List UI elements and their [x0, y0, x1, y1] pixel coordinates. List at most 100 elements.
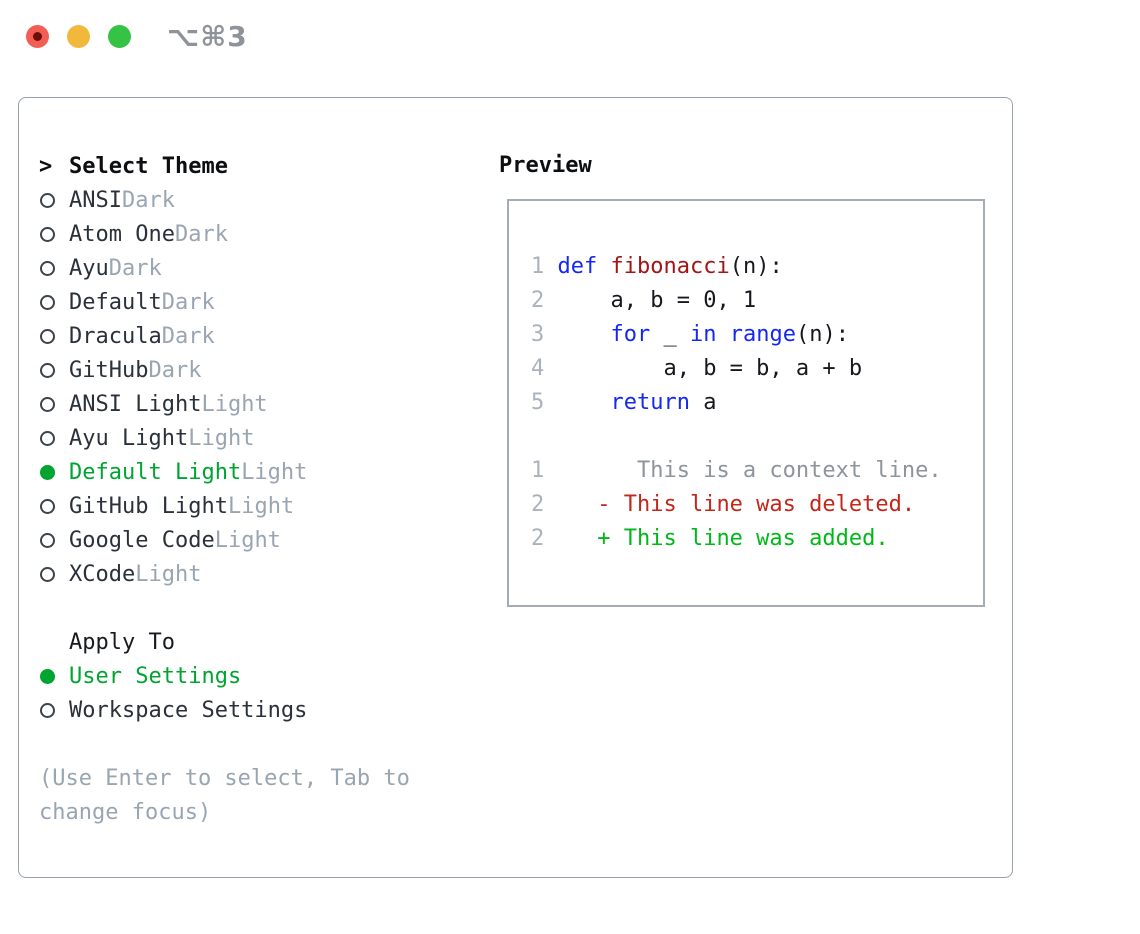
spacer: [39, 591, 410, 625]
theme-option-ayu-light-light[interactable]: Ayu Light Light: [39, 421, 410, 455]
apply-option-user-settings[interactable]: User Settings: [39, 659, 410, 693]
theme-name: XCode: [69, 561, 136, 587]
theme-option-xcode-light[interactable]: XCode Light: [39, 557, 410, 591]
zoom-button[interactable]: [108, 25, 131, 48]
code-segment-keyword: in: [689, 322, 717, 347]
line-number: 4: [531, 356, 558, 381]
radio-icon: [40, 396, 55, 412]
close-button[interactable]: [26, 25, 49, 48]
theme-name: ANSI: [69, 187, 122, 213]
code-segment-keyword: def: [557, 254, 598, 279]
theme-name: Atom One: [69, 221, 175, 247]
theme-option-atom-one-dark[interactable]: Atom One Dark: [39, 217, 410, 251]
radio-icon: [40, 566, 55, 582]
radio-icon: [40, 532, 55, 548]
apply-to-label: Apply To: [69, 629, 175, 655]
line-number: 2: [531, 492, 558, 517]
theme-option-github-dark[interactable]: GitHub Dark: [39, 353, 410, 387]
radio-marker: [39, 260, 69, 276]
theme-option-google-code-light[interactable]: Google Code Light: [39, 523, 410, 557]
radio-marker: [39, 226, 69, 242]
theme-variant: Dark: [121, 187, 175, 213]
theme-variant: Dark: [174, 221, 228, 247]
radio-marker: [39, 532, 69, 548]
radio-icon: [40, 362, 55, 378]
radio-marker: [39, 702, 69, 718]
radio-marker: [39, 566, 69, 582]
line-number: 5: [531, 390, 558, 415]
theme-name: GitHub Light: [69, 493, 228, 519]
theme-name: Google Code: [69, 527, 215, 553]
theme-name: Default Light: [69, 459, 242, 485]
titlebar: ⌥⌘3: [0, 0, 1140, 97]
code-segment-default: [558, 322, 611, 347]
theme-variant: Dark: [108, 255, 162, 281]
code-segment-default: a, b = 0, 1: [557, 288, 757, 313]
theme-option-default-dark[interactable]: Default Dark: [39, 285, 410, 319]
theme-option-ansi-light-light[interactable]: ANSI Light Light: [39, 387, 410, 421]
radio-marker: [39, 668, 69, 684]
line-number: 1: [531, 458, 558, 483]
code-segment-added: + This line was added.: [557, 526, 889, 551]
theme-option-github-light-light[interactable]: GitHub Light Light: [39, 489, 410, 523]
radio-icon: [40, 498, 55, 514]
code-segment-context: This is a context line.: [557, 458, 942, 483]
code-line: 2 + This line was added.: [531, 522, 981, 556]
theme-option-dracula-dark[interactable]: Dracula Dark: [39, 319, 410, 353]
code-segment-default: [597, 254, 610, 279]
code-line: 2 - This line was deleted.: [531, 488, 981, 522]
radio-icon: [40, 192, 55, 208]
code-segment-deleted: - This line was deleted.: [557, 492, 916, 517]
theme-variant: Light: [201, 391, 268, 417]
radio-icon: [40, 226, 55, 242]
radio-marker: [39, 328, 69, 344]
selection-cursor: >: [39, 154, 69, 179]
radio-selected-icon: [40, 668, 55, 684]
theme-variant: Light: [214, 527, 281, 553]
theme-option-ansi-dark[interactable]: ANSI Dark: [39, 183, 410, 217]
code-line: 2 a, b = 0, 1: [531, 284, 981, 318]
apply-option-workspace-settings[interactable]: Workspace Settings: [39, 693, 410, 727]
radio-marker: [39, 192, 69, 208]
radio-selected-icon: [40, 464, 55, 480]
radio-icon: [40, 328, 55, 344]
radio-marker: [39, 464, 69, 480]
code-segment-keyword: return: [610, 390, 690, 415]
minimize-button[interactable]: [67, 25, 90, 48]
code-segment-keyword: for: [610, 322, 651, 347]
theme-option-ayu-dark[interactable]: Ayu Dark: [39, 251, 410, 285]
theme-name: Default: [69, 289, 162, 315]
code-segment-default: [558, 390, 611, 415]
theme-variant: Dark: [161, 323, 215, 349]
traffic-lights: [26, 25, 131, 48]
theme-option-default-light-light[interactable]: Default Light Light: [39, 455, 410, 489]
code-line: 1 This is a context line.: [531, 454, 981, 488]
radio-marker: [39, 396, 69, 412]
theme-name: Ayu Light: [69, 425, 189, 451]
radio-marker: [39, 498, 69, 514]
hint-text-line-1: (Use Enter to select, Tab to: [39, 765, 410, 791]
radio-marker: [39, 430, 69, 446]
theme-variant: Light: [135, 561, 202, 587]
radio-marker: [39, 362, 69, 378]
line-number: 2: [531, 288, 558, 313]
code-segment-function: fibonacci: [610, 254, 730, 279]
theme-variant: Light: [188, 425, 255, 451]
window-title: ⌥⌘3: [167, 20, 248, 53]
code-segment-keyword: range: [729, 322, 796, 347]
theme-variant: Light: [241, 459, 308, 485]
spacer: [39, 727, 410, 761]
cursor-glyph: >: [39, 153, 53, 179]
code-segment-default: a: [689, 390, 717, 415]
line-number: 2: [531, 526, 558, 551]
radio-icon: [40, 260, 55, 276]
code-line: 3 for _ in range(n):: [531, 318, 981, 352]
theme-name: Ayu: [69, 255, 109, 281]
apply-to-heading: Apply To: [39, 625, 410, 659]
line-number: 3: [531, 322, 558, 347]
theme-name: GitHub: [69, 357, 149, 383]
code-segment-default: [716, 322, 729, 347]
